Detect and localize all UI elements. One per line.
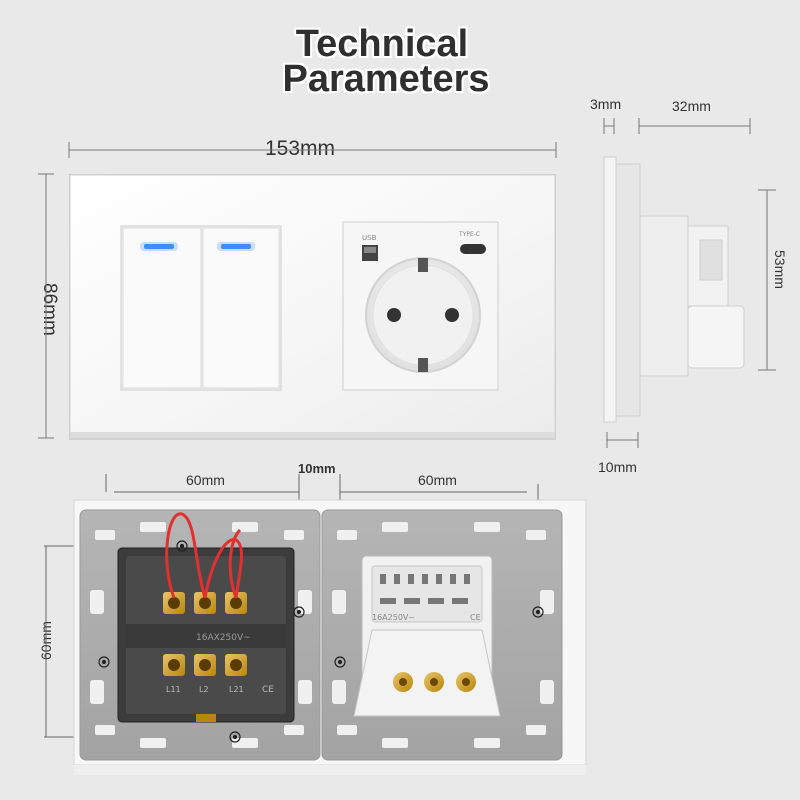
title-line-1: Technical xyxy=(295,23,469,65)
front-width-label: 153mm xyxy=(262,137,339,161)
socket-rating-label: 16A250V~ xyxy=(372,613,415,622)
socket-mechanism: 16A250V~ CE xyxy=(353,555,501,717)
schuko-usb-socket: USB TYPE-C xyxy=(342,221,499,391)
front-height-dimension xyxy=(38,173,54,439)
side-depth-label: 32mm xyxy=(672,98,711,114)
side-bottom-label: 10mm xyxy=(598,459,637,475)
front-width-dimension xyxy=(68,142,557,158)
socket-pin-hole-right xyxy=(445,308,459,322)
usb-c-port-icon xyxy=(460,244,486,254)
side-dimension-lines xyxy=(603,118,776,448)
side-view xyxy=(603,156,745,423)
switch-rating-label: 16AX250V~ xyxy=(196,633,251,643)
red-wire-3 xyxy=(228,528,242,599)
switch-ce-label: CE xyxy=(262,685,274,695)
terminal-l11-label: L11 xyxy=(166,685,181,694)
socket-ce-label: CE xyxy=(470,613,481,622)
red-wire-1 xyxy=(165,512,207,599)
switch-left-led xyxy=(144,244,174,249)
mounting-point-markers xyxy=(98,540,544,743)
socket-pin-hole-left xyxy=(387,308,401,322)
switch-right-led xyxy=(221,244,251,249)
back-view: 16AX250V~ L11 L2 L21 CE xyxy=(73,499,587,775)
double-rocker-switch xyxy=(120,225,282,391)
side-frame-label: 3mm xyxy=(590,96,622,112)
back-left-width-label: 60mm xyxy=(186,472,225,488)
back-right-width-label: 60mm xyxy=(418,472,457,488)
switch-mechanism: 16AX250V~ L11 L2 L21 CE xyxy=(117,512,295,723)
usb-c-label: TYPE-C xyxy=(458,231,480,238)
terminal-l2-label: L2 xyxy=(199,685,209,694)
usb-a-label: USB xyxy=(362,234,377,242)
red-wire-2 xyxy=(203,538,243,599)
terminal-l21-label: L21 xyxy=(229,685,244,694)
title-line-2: Parameters xyxy=(282,58,490,100)
back-gap-label: 10mm xyxy=(298,461,336,476)
